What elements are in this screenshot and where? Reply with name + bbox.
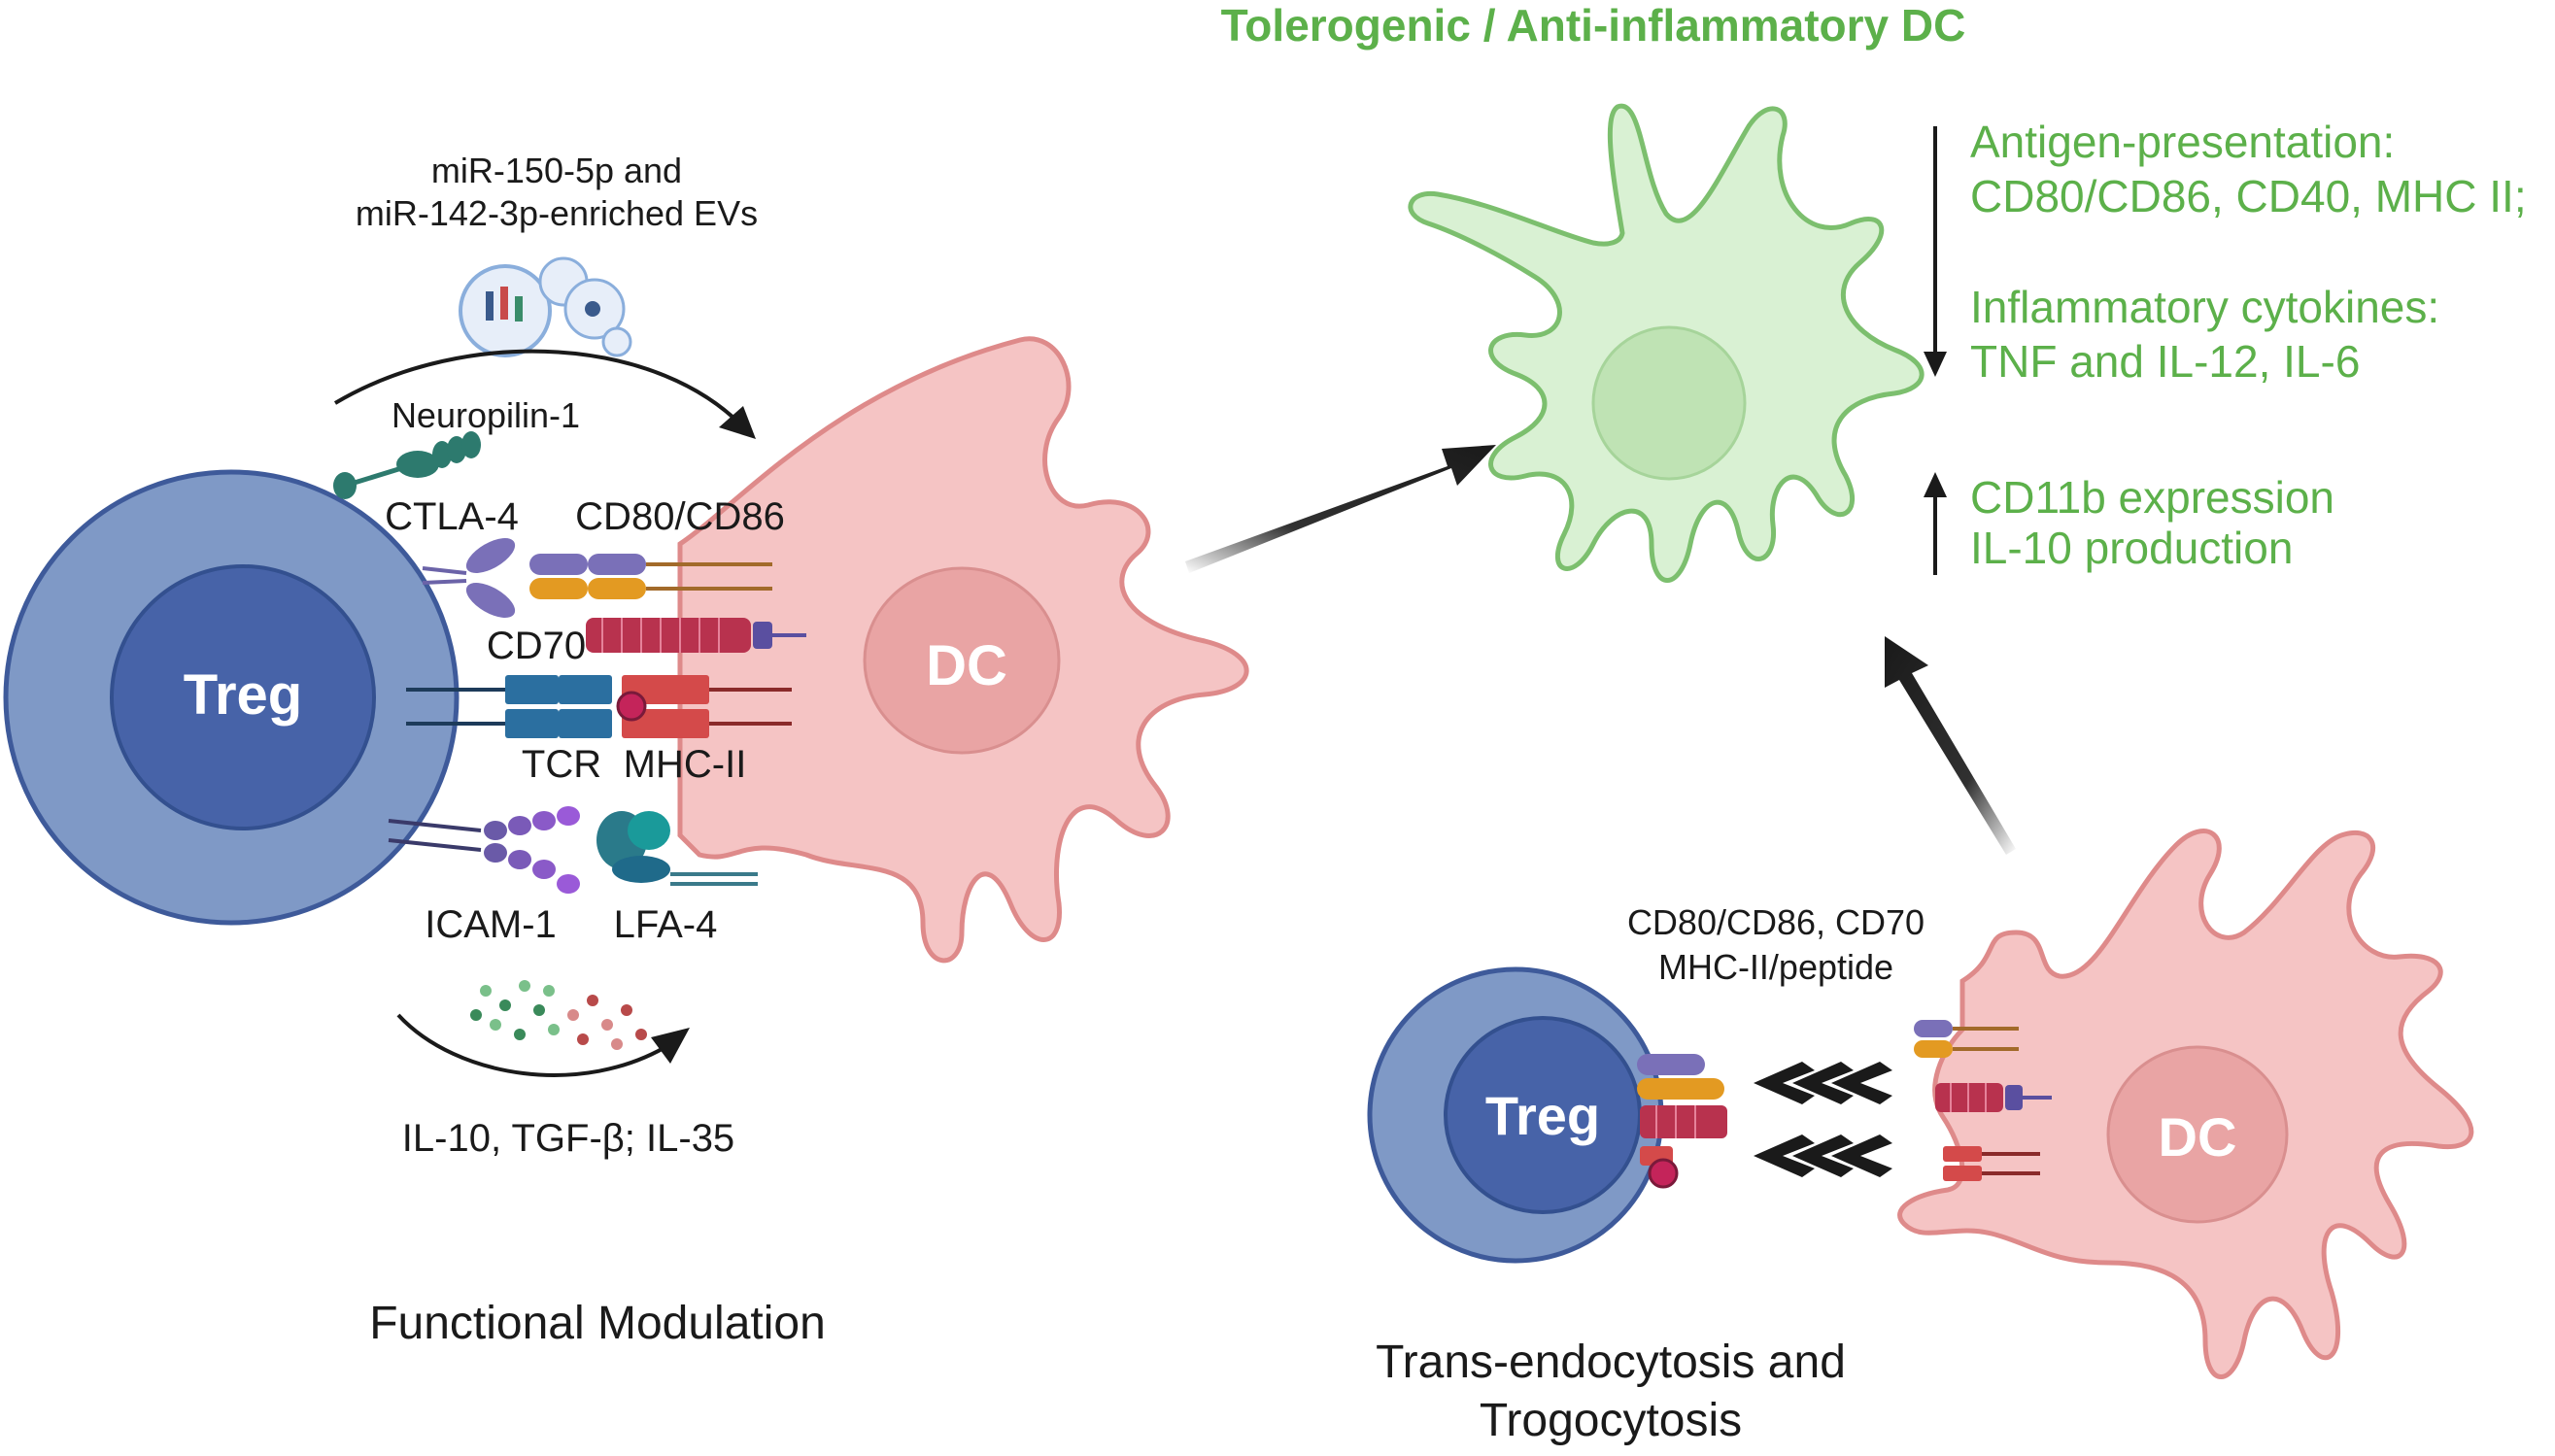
treg-cell-left: Treg xyxy=(3,469,460,926)
arrow-to-tol-dc-left xyxy=(1185,445,1496,573)
ev-cluster-icon xyxy=(459,256,632,357)
lfa-4-label: LFA-4 xyxy=(614,903,718,946)
dc-cell-bottom: DC xyxy=(1897,829,2474,1379)
caption-trans-endocytosis-line1: Trans-endocytosis and xyxy=(1376,1337,1846,1388)
ctla4-molecule xyxy=(422,538,516,618)
transfer-chevrons xyxy=(1754,1062,1892,1177)
ev-label-line1: miR-150-5p and xyxy=(431,151,682,190)
down-line-1: Antigen-presentation: xyxy=(1970,117,2395,167)
tolerogenic-dc-cell xyxy=(1408,103,1925,583)
acquired-molecules-treg xyxy=(1637,1054,1727,1189)
bottom-molecules-line2: MHC-II/peptide xyxy=(1658,947,1893,987)
dc-label-left: DC xyxy=(926,634,1007,697)
ev-label-line2: miR-142-3p-enriched EVs xyxy=(356,193,758,233)
dc-cell-left: DC xyxy=(677,336,1249,964)
tcr-label: TCR xyxy=(522,743,601,786)
neuropilin-label: Neuropilin-1 xyxy=(392,395,580,435)
caption-functional-modulation: Functional Modulation xyxy=(369,1298,826,1349)
up-regulation-arrow xyxy=(1924,472,1947,575)
tcr-molecule xyxy=(406,675,612,738)
treg-label-bottom: Treg xyxy=(1485,1085,1600,1146)
ctla4-label: CTLA-4 xyxy=(385,495,519,538)
page-title: Tolerogenic / Anti-inflammatory DC xyxy=(1221,0,1966,51)
cytokines-label: IL-10, TGF-β; IL-35 xyxy=(402,1117,734,1160)
caption-trans-endocytosis-line2: Trogocytosis xyxy=(1480,1395,1742,1446)
treg-label-left: Treg xyxy=(184,663,303,727)
cd70-label: CD70 xyxy=(487,625,586,667)
ev-transfer-arrowhead xyxy=(719,406,756,439)
mhc-ii-label: MHC-II xyxy=(624,743,747,786)
icam-1-label: ICAM-1 xyxy=(425,903,557,946)
cd80-cd86-label: CD80/CD86 xyxy=(575,495,785,538)
dc-label-bottom: DC xyxy=(2159,1106,2237,1168)
neuropilin-molecule xyxy=(333,431,481,499)
down-regulation-arrow xyxy=(1924,126,1947,377)
dc-surface-molecules-bottom xyxy=(1914,1020,2052,1181)
arrow-to-tol-dc-bottom xyxy=(1885,636,2016,855)
treg-cell-bottom: Treg xyxy=(1367,966,1664,1264)
cytokine-dots xyxy=(470,980,647,1050)
cd70-molecule xyxy=(586,618,806,653)
down-line-3: Inflammatory cytokines: xyxy=(1970,282,2439,332)
bottom-molecules-line1: CD80/CD86, CD70 xyxy=(1627,902,1925,942)
cytokine-arrow xyxy=(396,1013,672,1077)
icam-1-molecule xyxy=(388,806,580,894)
ev-transfer-arrow xyxy=(333,349,750,434)
cd80-cd86-molecule xyxy=(529,554,772,599)
cytokine-arrowhead xyxy=(651,1028,690,1064)
mhc-ii-molecule xyxy=(616,675,792,738)
down-line-2: CD80/CD86, CD40, MHC II; xyxy=(1970,171,2527,221)
down-line-4: TNF and IL-12, IL-6 xyxy=(1970,336,2360,387)
lfa-molecule xyxy=(596,811,758,886)
up-line-1: CD11b expression xyxy=(1970,472,2334,523)
up-line-2: IL-10 production xyxy=(1970,523,2293,573)
